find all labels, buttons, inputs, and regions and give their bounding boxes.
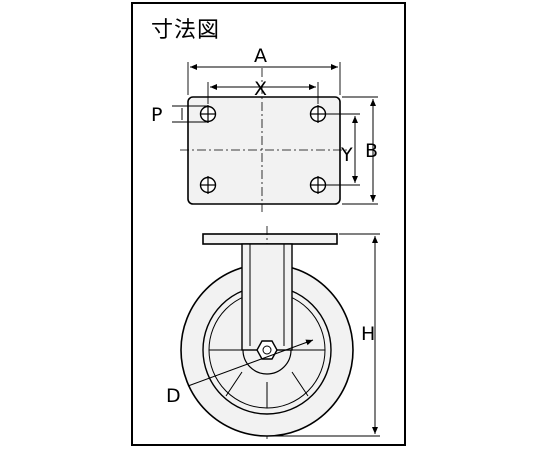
bolt-hole-bottom-left bbox=[199, 176, 217, 194]
label-Y: Y bbox=[340, 144, 353, 166]
bolt-hole-bottom-right bbox=[309, 176, 327, 194]
dim-leader-D bbox=[187, 339, 314, 387]
label-P: P bbox=[151, 104, 162, 126]
label-X: X bbox=[254, 78, 267, 100]
drawing-title: 寸法図 bbox=[151, 18, 221, 43]
label-D: D bbox=[166, 385, 181, 407]
side-top-plate bbox=[202, 233, 338, 245]
bolt-hole-top-right bbox=[309, 105, 327, 123]
label-B: B bbox=[365, 140, 378, 162]
side-caster-view bbox=[180, 226, 380, 440]
top-plate-view bbox=[172, 62, 378, 212]
top-plate bbox=[187, 96, 341, 205]
axle-nut bbox=[256, 340, 278, 360]
label-H: H bbox=[361, 323, 375, 345]
bolt-hole-top-left bbox=[199, 105, 217, 123]
label-A: A bbox=[254, 45, 267, 67]
